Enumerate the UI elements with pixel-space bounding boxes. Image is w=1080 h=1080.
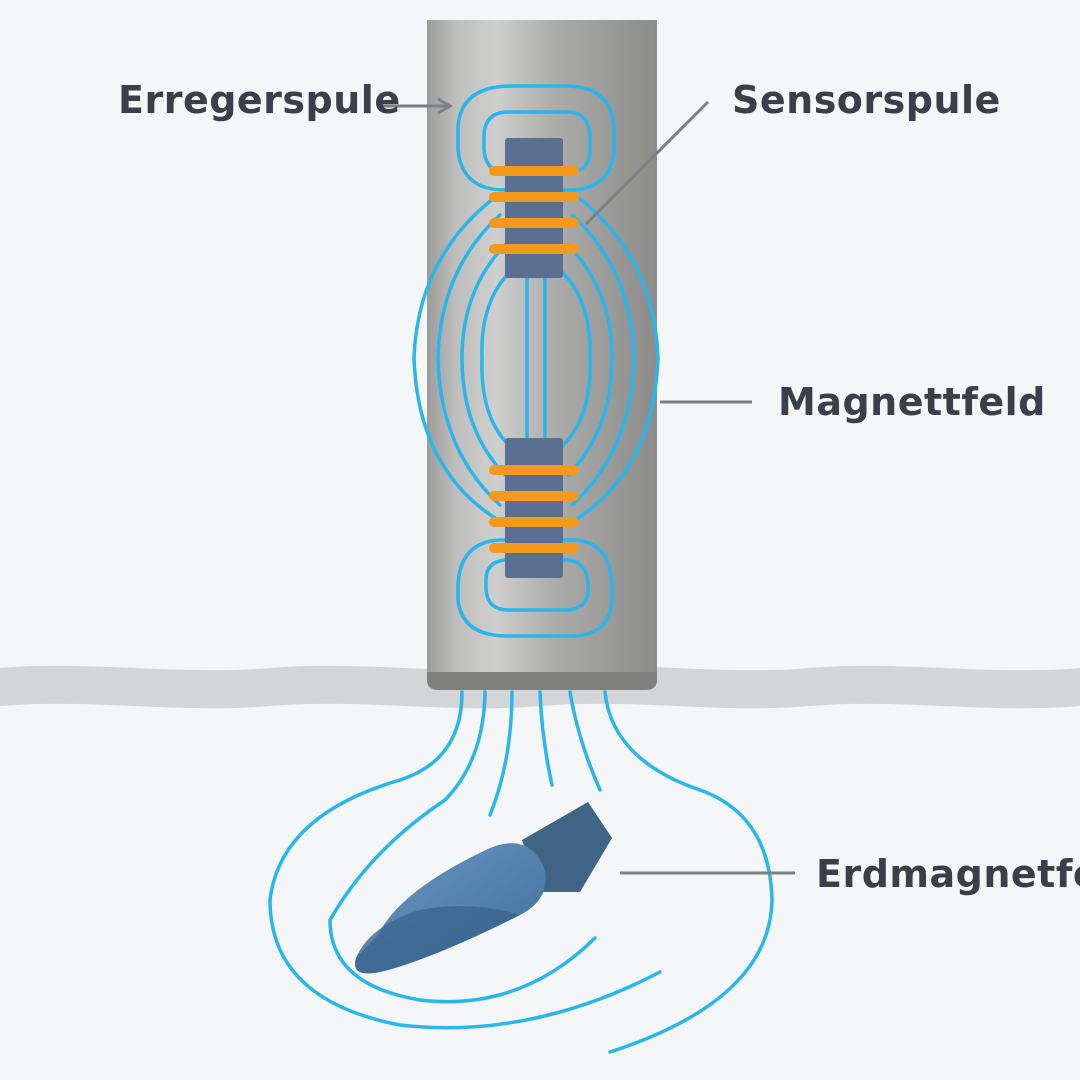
upper-core: [505, 138, 563, 278]
probe-bottom-cap: [427, 672, 657, 690]
lower-core: [505, 438, 563, 578]
label-magnetic-field: Magnettfeld: [778, 380, 1046, 424]
arrowhead-excitation: [437, 97, 453, 115]
excitation-coil: [489, 138, 579, 278]
label-earth-magnetic-field: Erdmagnetfe: [816, 852, 1080, 896]
leader-sensor: [584, 100, 710, 226]
label-sensor-coil: Sensorspule: [732, 78, 1001, 122]
buried-object-icon: [355, 802, 612, 974]
label-excitation-coil: Erregerspule: [118, 78, 401, 122]
leader-lines: [383, 97, 795, 875]
probe-field-lines: [412, 84, 660, 638]
earth-field-lines: [268, 690, 774, 1054]
sensor-coil: [489, 438, 579, 578]
